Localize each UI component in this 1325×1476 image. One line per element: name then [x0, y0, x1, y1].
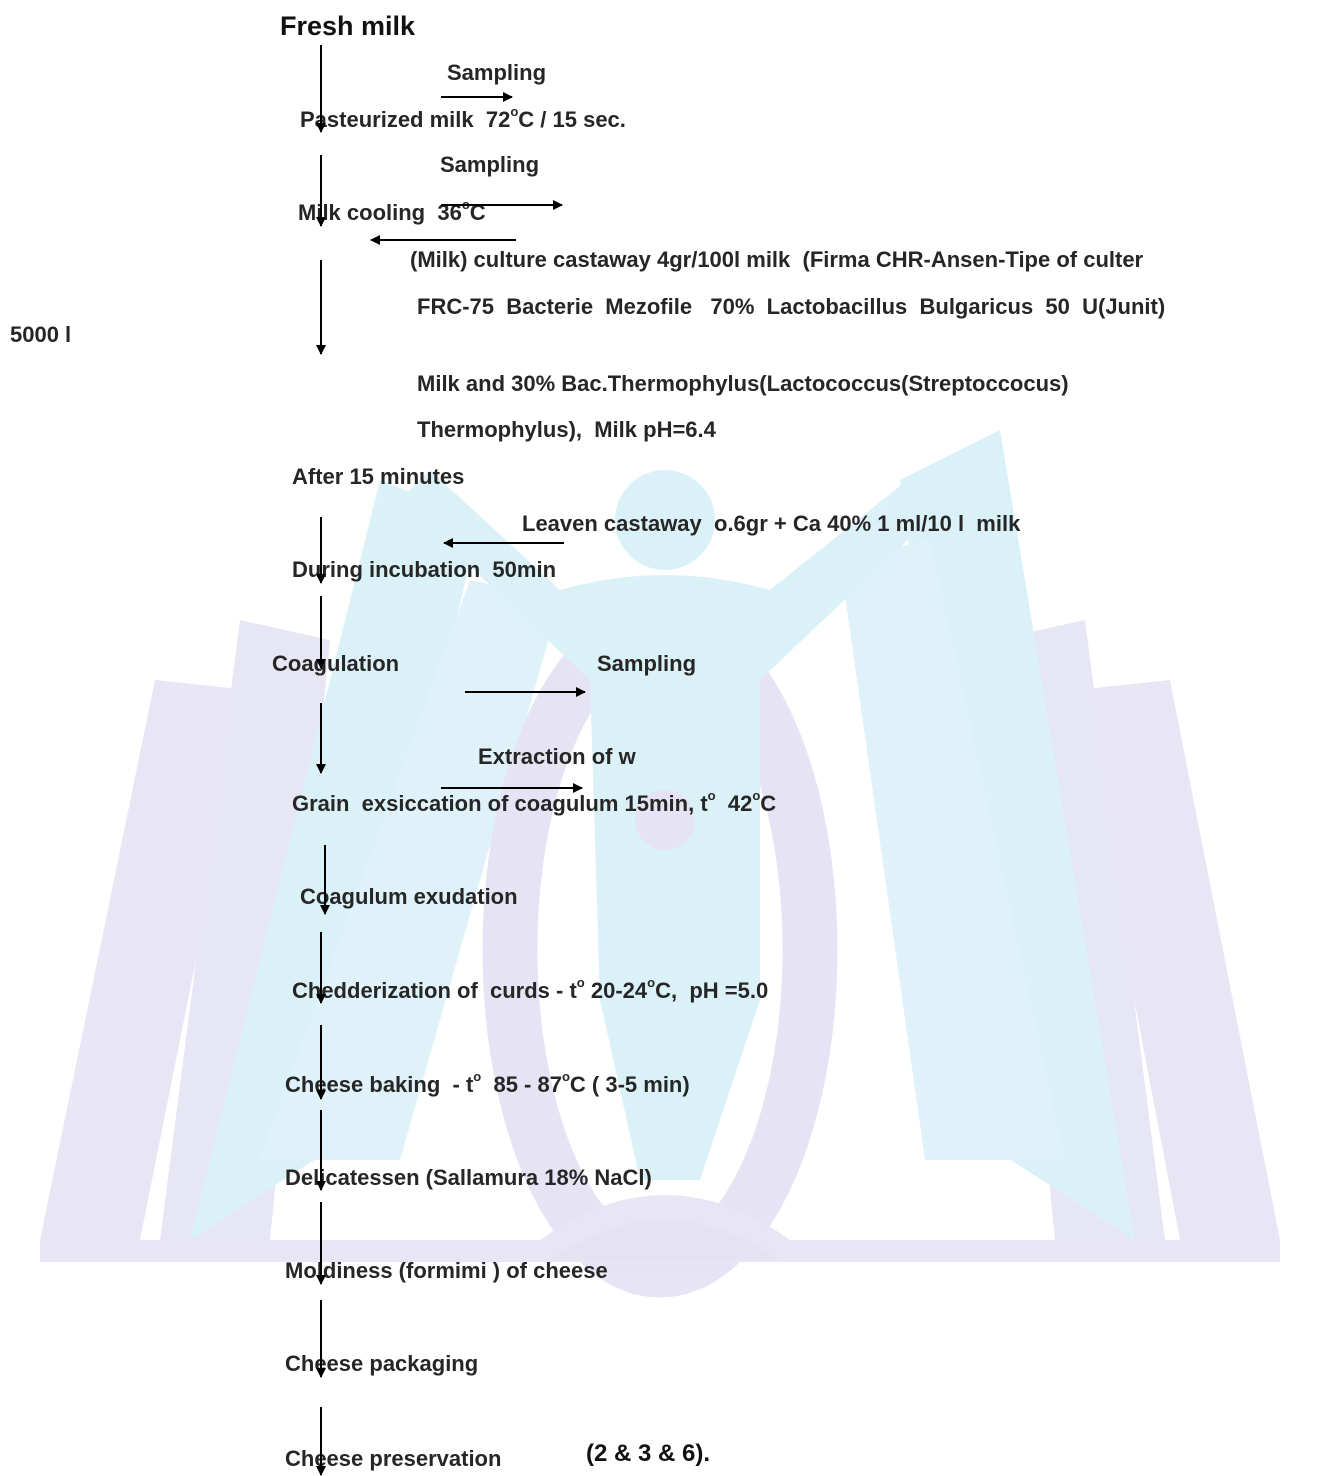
step-during-incubation: During incubation 50min	[292, 557, 557, 582]
degree-sign: o	[707, 788, 716, 803]
step-cheese-packaging: Cheese packaging	[285, 1351, 479, 1376]
degree-sign: o	[576, 975, 585, 990]
watermark-blue-right	[900, 430, 1135, 1240]
watermark-page-left-inner	[160, 620, 330, 1240]
step-coagulum-exudation: Coagulum exudation	[300, 884, 518, 909]
step-cheese-baking: Cheese baking - to 85 - 87oC ( 3-5 min)	[285, 1069, 690, 1097]
degree-sign: o	[510, 104, 519, 119]
degree-sign: o	[473, 1069, 482, 1084]
step-delicatessen: Delicatessen (Sallamura 18% NaCl)	[285, 1165, 652, 1190]
watermark-page-left-outer	[40, 680, 250, 1240]
step-fresh-milk: Fresh milk	[280, 11, 416, 41]
culture-line-3: Milk and 30% Bac.Thermophylus(Lactococcu…	[417, 371, 1069, 396]
side-label-volume: 5000 l	[10, 322, 72, 347]
watermark-book-center	[550, 1220, 780, 1260]
degree-sign: o	[752, 788, 761, 803]
culture-line-4: Thermophylus), Milk pH=6.4	[417, 417, 716, 442]
label-leaven-castaway: Leaven castaway o.6gr + Ca 40% 1 ml/10 l…	[522, 511, 1021, 536]
watermark-page-right-outer	[1075, 680, 1280, 1240]
label-extraction: Extraction of w	[478, 744, 636, 769]
watermark-blue-right-2	[840, 540, 1065, 1160]
watermark-figure-small-head	[635, 790, 695, 850]
watermark-blue-left-2	[260, 580, 560, 1160]
watermark-figure-head	[615, 470, 715, 570]
degree-sign: o	[647, 975, 656, 990]
culture-line-2: FRC-75 Bacterie Mezofile 70% Lactobacill…	[417, 294, 1166, 319]
label-reference: (2 & 3 & 6).	[586, 1440, 711, 1467]
watermark-blue-left	[190, 480, 480, 1240]
degree-sign: o	[561, 1069, 570, 1084]
label-sampling-1: Sampling	[447, 60, 547, 85]
step-coagulation: Coagulation	[272, 651, 400, 676]
label-sampling-2: Sampling	[440, 152, 540, 177]
step-moldiness: Moldiness (formimi ) of cheese	[285, 1258, 608, 1283]
label-sampling-3: Sampling	[597, 651, 697, 676]
step-after-15-minutes: After 15 minutes	[292, 464, 465, 489]
step-grain-exsiccation: Grain exsiccation of coagulum 15min, to …	[292, 788, 777, 816]
culture-line-1: (Milk) culture castaway 4gr/100l milk (F…	[410, 247, 1144, 272]
